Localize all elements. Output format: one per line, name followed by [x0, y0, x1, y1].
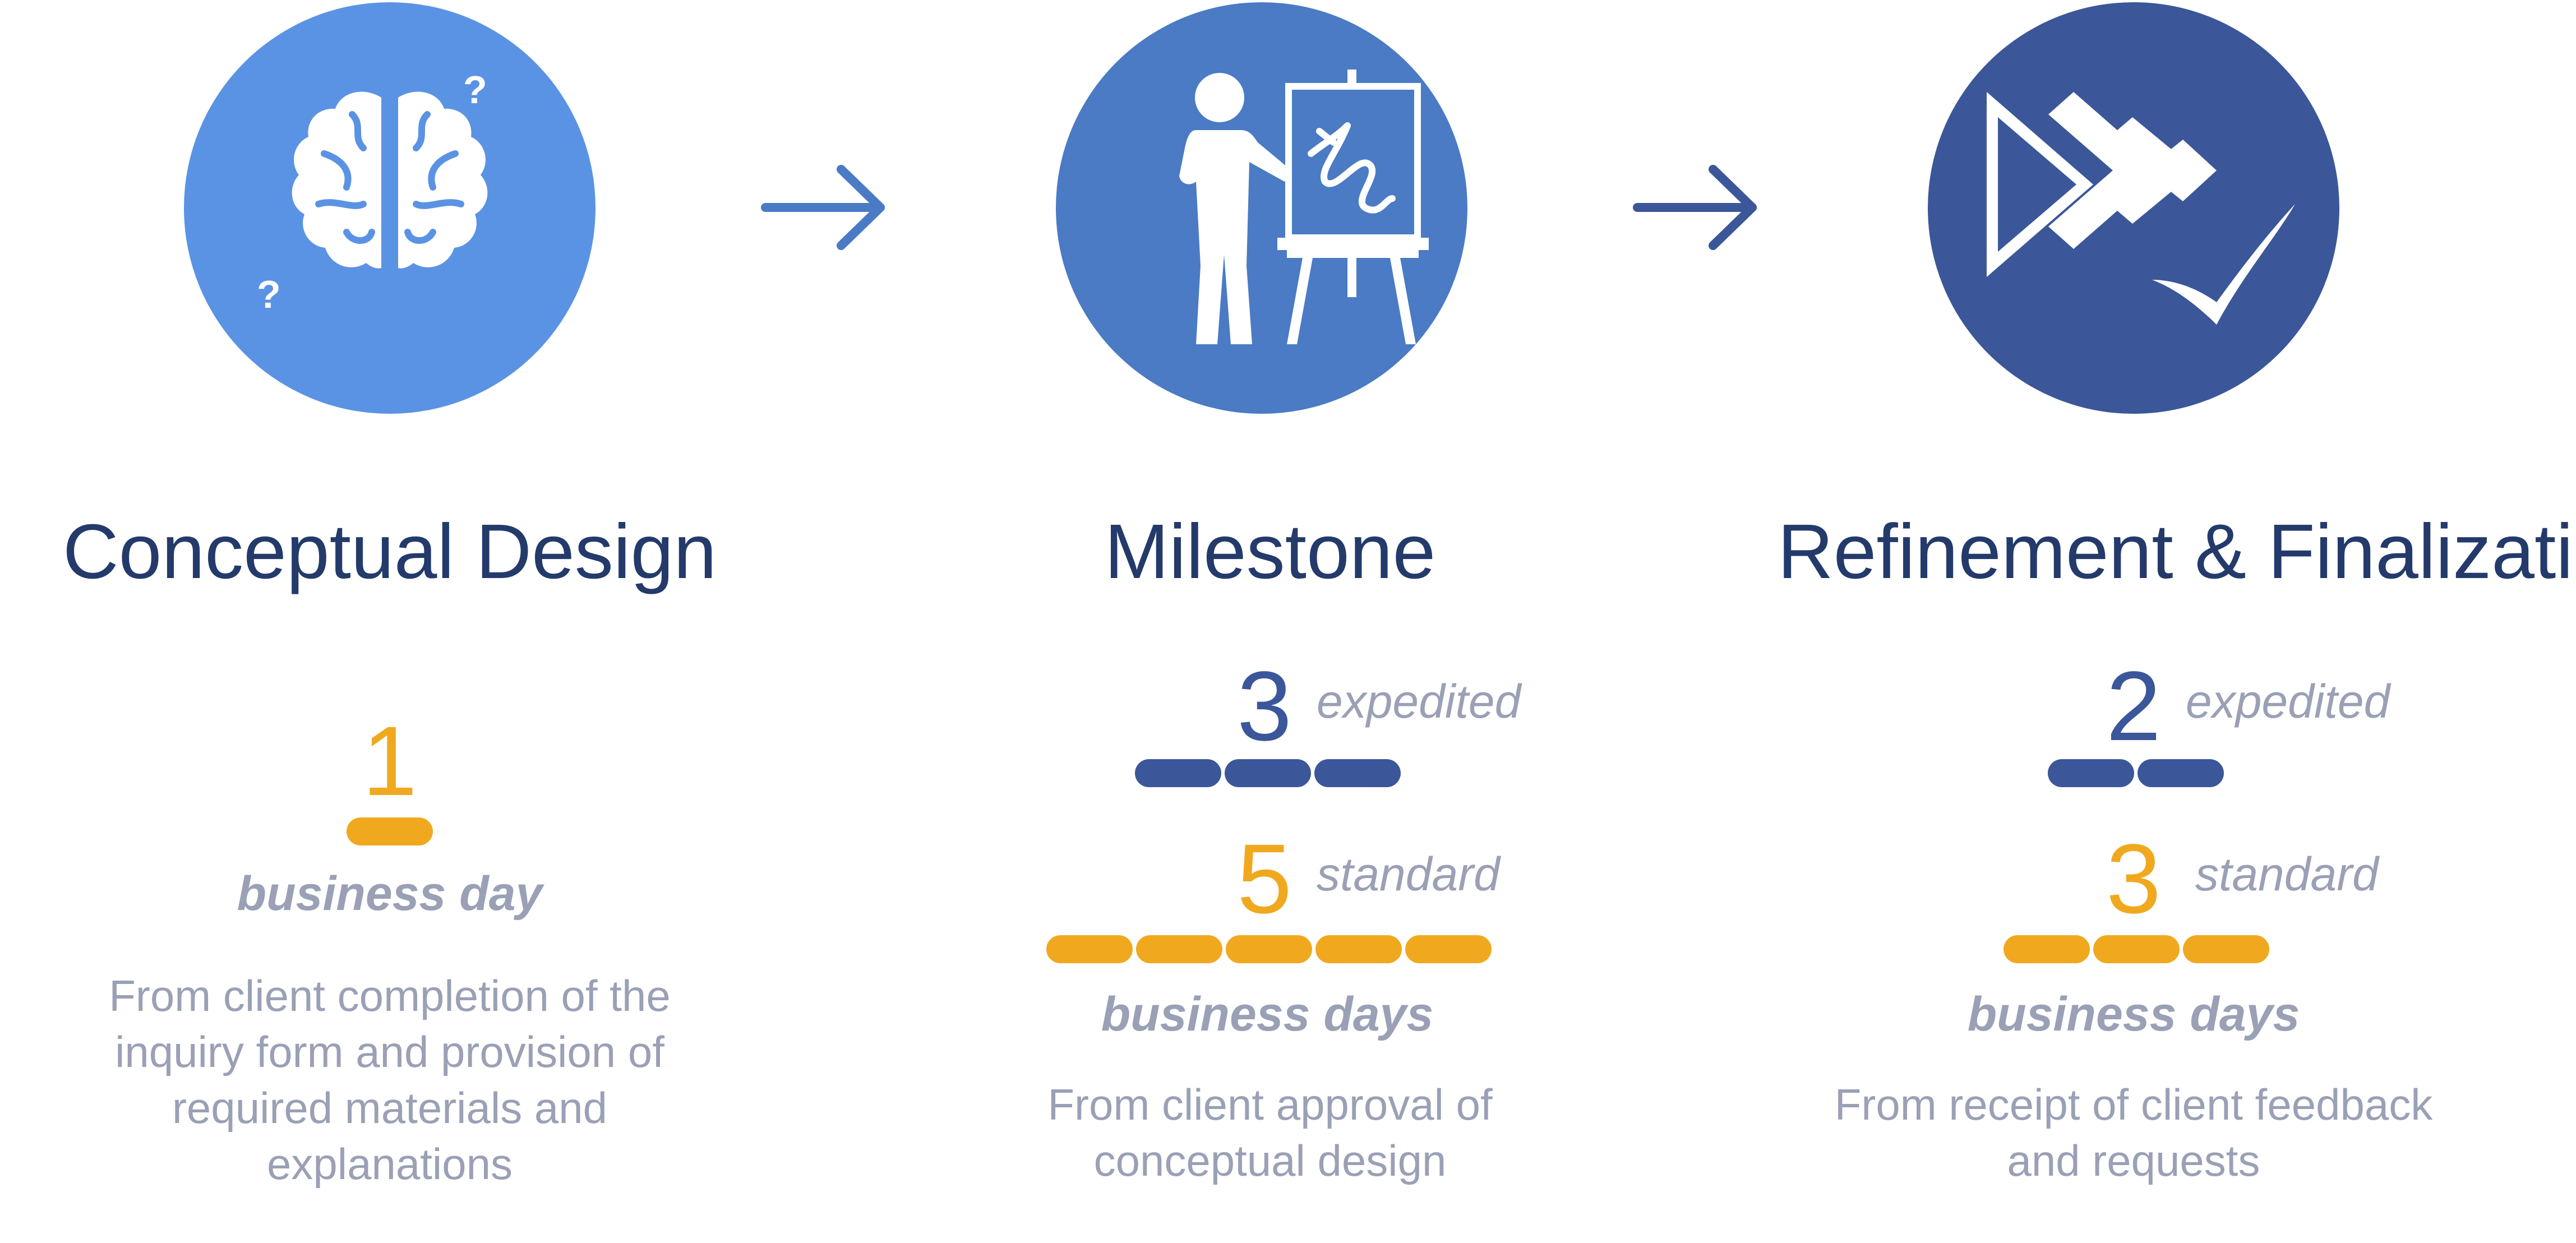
step-3-standard-bar: [2003, 935, 2269, 963]
bar-segment: [1226, 935, 1312, 963]
step-3-circle: [1928, 2, 2339, 414]
svg-text:?: ?: [257, 272, 281, 316]
bar-segment: [2093, 935, 2180, 963]
bar-segment: [1314, 759, 1401, 787]
step-1-unit: business day: [237, 867, 543, 921]
step-2-expedited-bar: [1135, 759, 1401, 787]
bar-segment: [1315, 935, 1402, 963]
step-2-standard-bar: [1046, 935, 1492, 963]
step-1-circle: ? ?: [184, 2, 595, 414]
bar-segment: [1136, 935, 1222, 963]
description-line: From receipt of client feedback: [1834, 1080, 2433, 1129]
description-line: explanations: [267, 1139, 513, 1189]
brain-question-icon: ? ?: [257, 68, 488, 316]
description-line: conceptual design: [1093, 1136, 1447, 1185]
step-3-standard-number: 3: [2106, 824, 2161, 934]
step-3-expedited-label: expedited: [2186, 675, 2390, 728]
bar-segment: [2048, 759, 2134, 787]
bar-segment: [1046, 935, 1133, 963]
step-3-title: Refinement & Finalization: [1778, 509, 2576, 595]
presenter-easel-icon: [1179, 70, 1429, 344]
step-2-expedited-label: expedited: [1317, 675, 1521, 728]
description-line: required materials and: [172, 1083, 608, 1133]
step-1-description: From client completion of the inquiry fo…: [34, 968, 746, 1192]
bar-segment: [1405, 935, 1492, 963]
step-3-expedited-bar: [2048, 759, 2224, 787]
bar-segment: [347, 817, 433, 845]
step-1-bar: [347, 817, 433, 845]
bar-segment: [2138, 759, 2224, 787]
bar-segment: [2003, 935, 2090, 963]
bar-segment: [1135, 759, 1221, 787]
arrow-right-icon: [761, 165, 885, 250]
step-1-title: Conceptual Design: [62, 509, 717, 595]
step-2-description: From client approval of conceptual desig…: [914, 1076, 1626, 1189]
step-2-expedited-number: 3: [1237, 651, 1292, 761]
step-3-unit: business days: [1967, 987, 2300, 1041]
step-2-unit: business days: [1101, 987, 1434, 1041]
description-line: inquiry form and provision of: [115, 1027, 664, 1076]
step-2-standard-number: 5: [1237, 824, 1292, 934]
bar-segment: [2183, 935, 2269, 963]
step-3-standard-label: standard: [2195, 848, 2379, 900]
description-line: From client approval of: [1047, 1080, 1493, 1129]
step-2-circle: [1056, 2, 1467, 414]
step-2-title: Milestone: [1104, 509, 1436, 595]
step-1-number: 1: [362, 706, 417, 816]
fast-forward-check-icon: [1987, 92, 2295, 325]
arrow-right-icon: [1633, 165, 1757, 250]
step-2-standard-label: standard: [1317, 848, 1500, 900]
step-3-expedited-number: 2: [2106, 651, 2161, 761]
step-3-description: From receipt of client feedback and requ…: [1778, 1076, 2490, 1189]
bar-segment: [1225, 759, 1311, 787]
description-line: and requests: [2007, 1136, 2260, 1185]
svg-text:?: ?: [463, 68, 487, 112]
description-line: From client completion of the: [109, 971, 671, 1020]
